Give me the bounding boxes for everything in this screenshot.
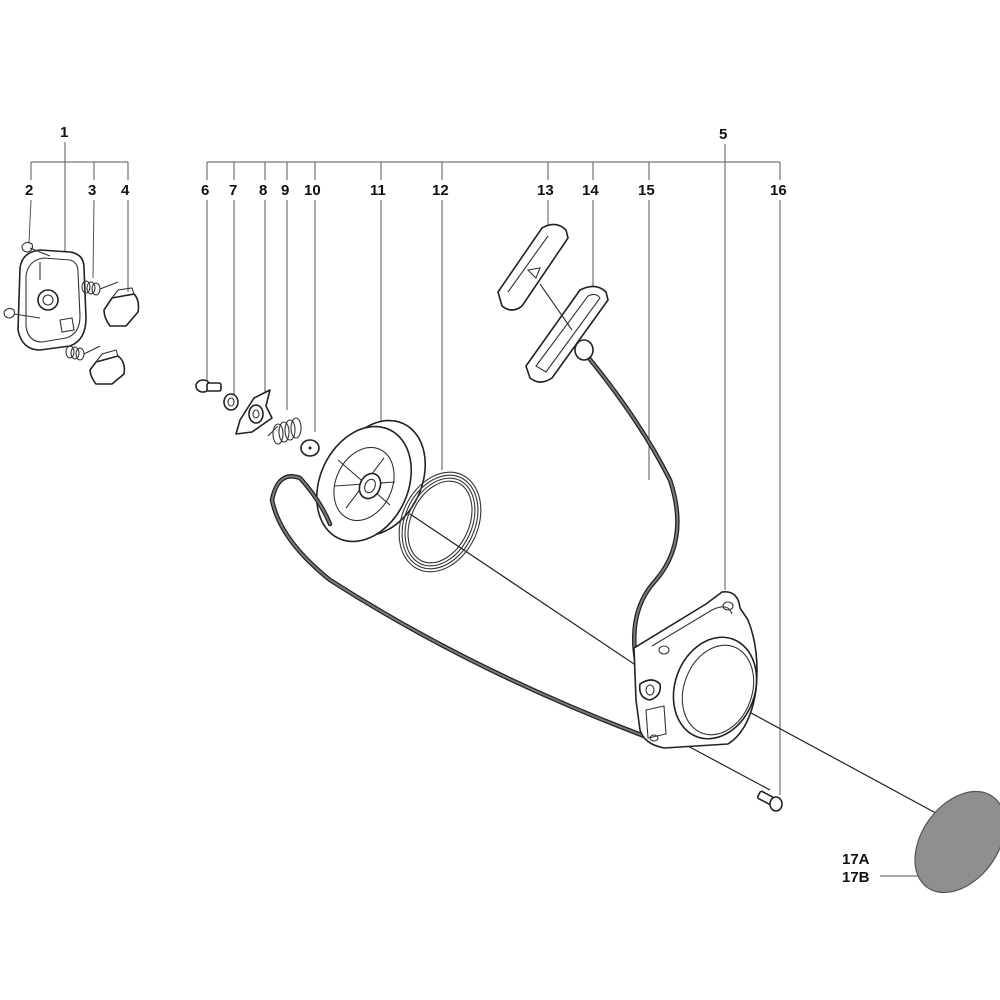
part-12-recoil-spring [398,471,482,573]
part-2-screw-icon [21,241,34,253]
callout-17b: 17B [842,869,870,886]
callout-2: 2 [25,182,33,199]
callout-1: 1 [60,124,68,141]
part-11-rope-pulley [315,419,427,543]
callout-14: 14 [582,182,599,199]
part-8-drive-plate [235,389,273,435]
starter-rope [269,349,680,739]
callout-5: 5 [719,126,727,143]
part-5-starter-housing [633,591,758,749]
leader-lines [28,142,925,877]
callout-10: 10 [304,182,321,199]
part-9-spring [267,417,302,445]
part-17-decal [914,790,1000,894]
callout-8: 8 [259,182,267,199]
callout-11: 11 [370,182,386,199]
callout-3: 3 [88,182,96,199]
part-4-pawl-icon [89,287,140,385]
callout-12: 12 [432,182,449,199]
part-16-screw [756,790,783,812]
callout-7: 7 [229,182,237,199]
callout-4: 4 [121,182,130,199]
callout-16: 16 [770,182,787,199]
part-3-spring-icon [65,280,119,361]
part-13-handle-grip [497,223,569,311]
callout-labels: 1 2 3 4 5 6 7 8 9 10 11 12 13 14 15 16 1… [25,124,870,886]
part-14-handle [525,283,609,383]
part-7-washer [223,393,239,411]
callout-13: 13 [537,182,554,199]
part-10-washer [300,439,320,457]
callout-6: 6 [201,182,209,199]
part-1-pawl-carrier [3,241,140,385]
callout-17a: 17A [842,851,870,868]
callout-9: 9 [281,182,289,199]
callout-15: 15 [638,182,655,199]
part-6-screw [195,379,222,393]
